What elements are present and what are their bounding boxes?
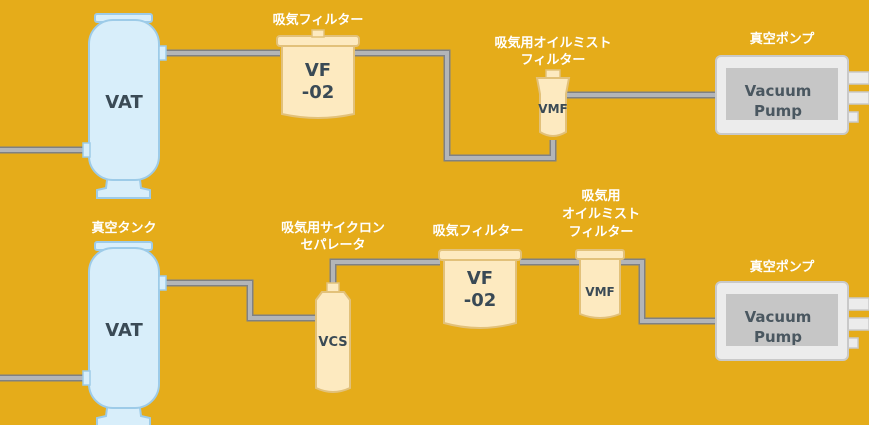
tank-2-text: VAT bbox=[105, 320, 143, 341]
vmf-2-label-2: オイルミスト bbox=[562, 207, 640, 222]
vf-1-text-1: VF bbox=[305, 60, 331, 81]
oil-mist-filter-2: VMF bbox=[575, 249, 625, 319]
pump-1-text-2: Pump bbox=[754, 102, 802, 120]
pump-2-text-1: Vacuum bbox=[745, 308, 812, 326]
vf-2-label: 吸気フィルター bbox=[433, 223, 524, 239]
vmf-1-text: VMF bbox=[538, 102, 567, 116]
vf-1-text-2: -02 bbox=[302, 82, 335, 103]
vf-1-label: 吸気フィルター bbox=[273, 12, 364, 28]
vacuum-pump-2: Vacuum Pump bbox=[715, 281, 869, 361]
row2-pipes bbox=[0, 258, 720, 382]
vcs-label-1: 吸気用サイクロン bbox=[281, 220, 385, 236]
vacuum-tank-2: VAT bbox=[82, 241, 167, 425]
pump-2-text-2: Pump bbox=[754, 328, 802, 346]
pump-2-label: 真空ポンプ bbox=[750, 259, 816, 275]
vf-2-text-2: -02 bbox=[464, 290, 497, 311]
intake-filter-1: VF -02 bbox=[276, 29, 360, 119]
vf-2-text-1: VF bbox=[467, 268, 493, 289]
tank-2-label: 真空タンク bbox=[91, 220, 156, 236]
vcs-label-2: セパレータ bbox=[300, 238, 365, 253]
vmf-2-label-1: 吸気用 bbox=[581, 188, 620, 204]
tank-1-text: VAT bbox=[105, 92, 143, 113]
intake-filter-2: VF -02 bbox=[438, 249, 522, 329]
vmf-2-label-3: フィルター bbox=[569, 225, 634, 240]
row1-pipes bbox=[0, 49, 720, 162]
vacuum-tank-1: VAT bbox=[82, 13, 167, 199]
cyclone-separator: VCS bbox=[315, 282, 351, 393]
vmf-1-label-2: フィルター bbox=[521, 53, 586, 68]
pump-1-label: 真空ポンプ bbox=[750, 31, 816, 47]
vacuum-pump-1: Vacuum Pump bbox=[715, 55, 869, 135]
vcs-text: VCS bbox=[318, 335, 347, 350]
oil-mist-filter-1: VMF bbox=[535, 69, 571, 137]
vmf-1-label-1: 吸気用オイルミスト bbox=[494, 35, 611, 51]
vmf-2-text: VMF bbox=[585, 285, 614, 299]
pump-1-text-1: Vacuum bbox=[745, 82, 812, 100]
